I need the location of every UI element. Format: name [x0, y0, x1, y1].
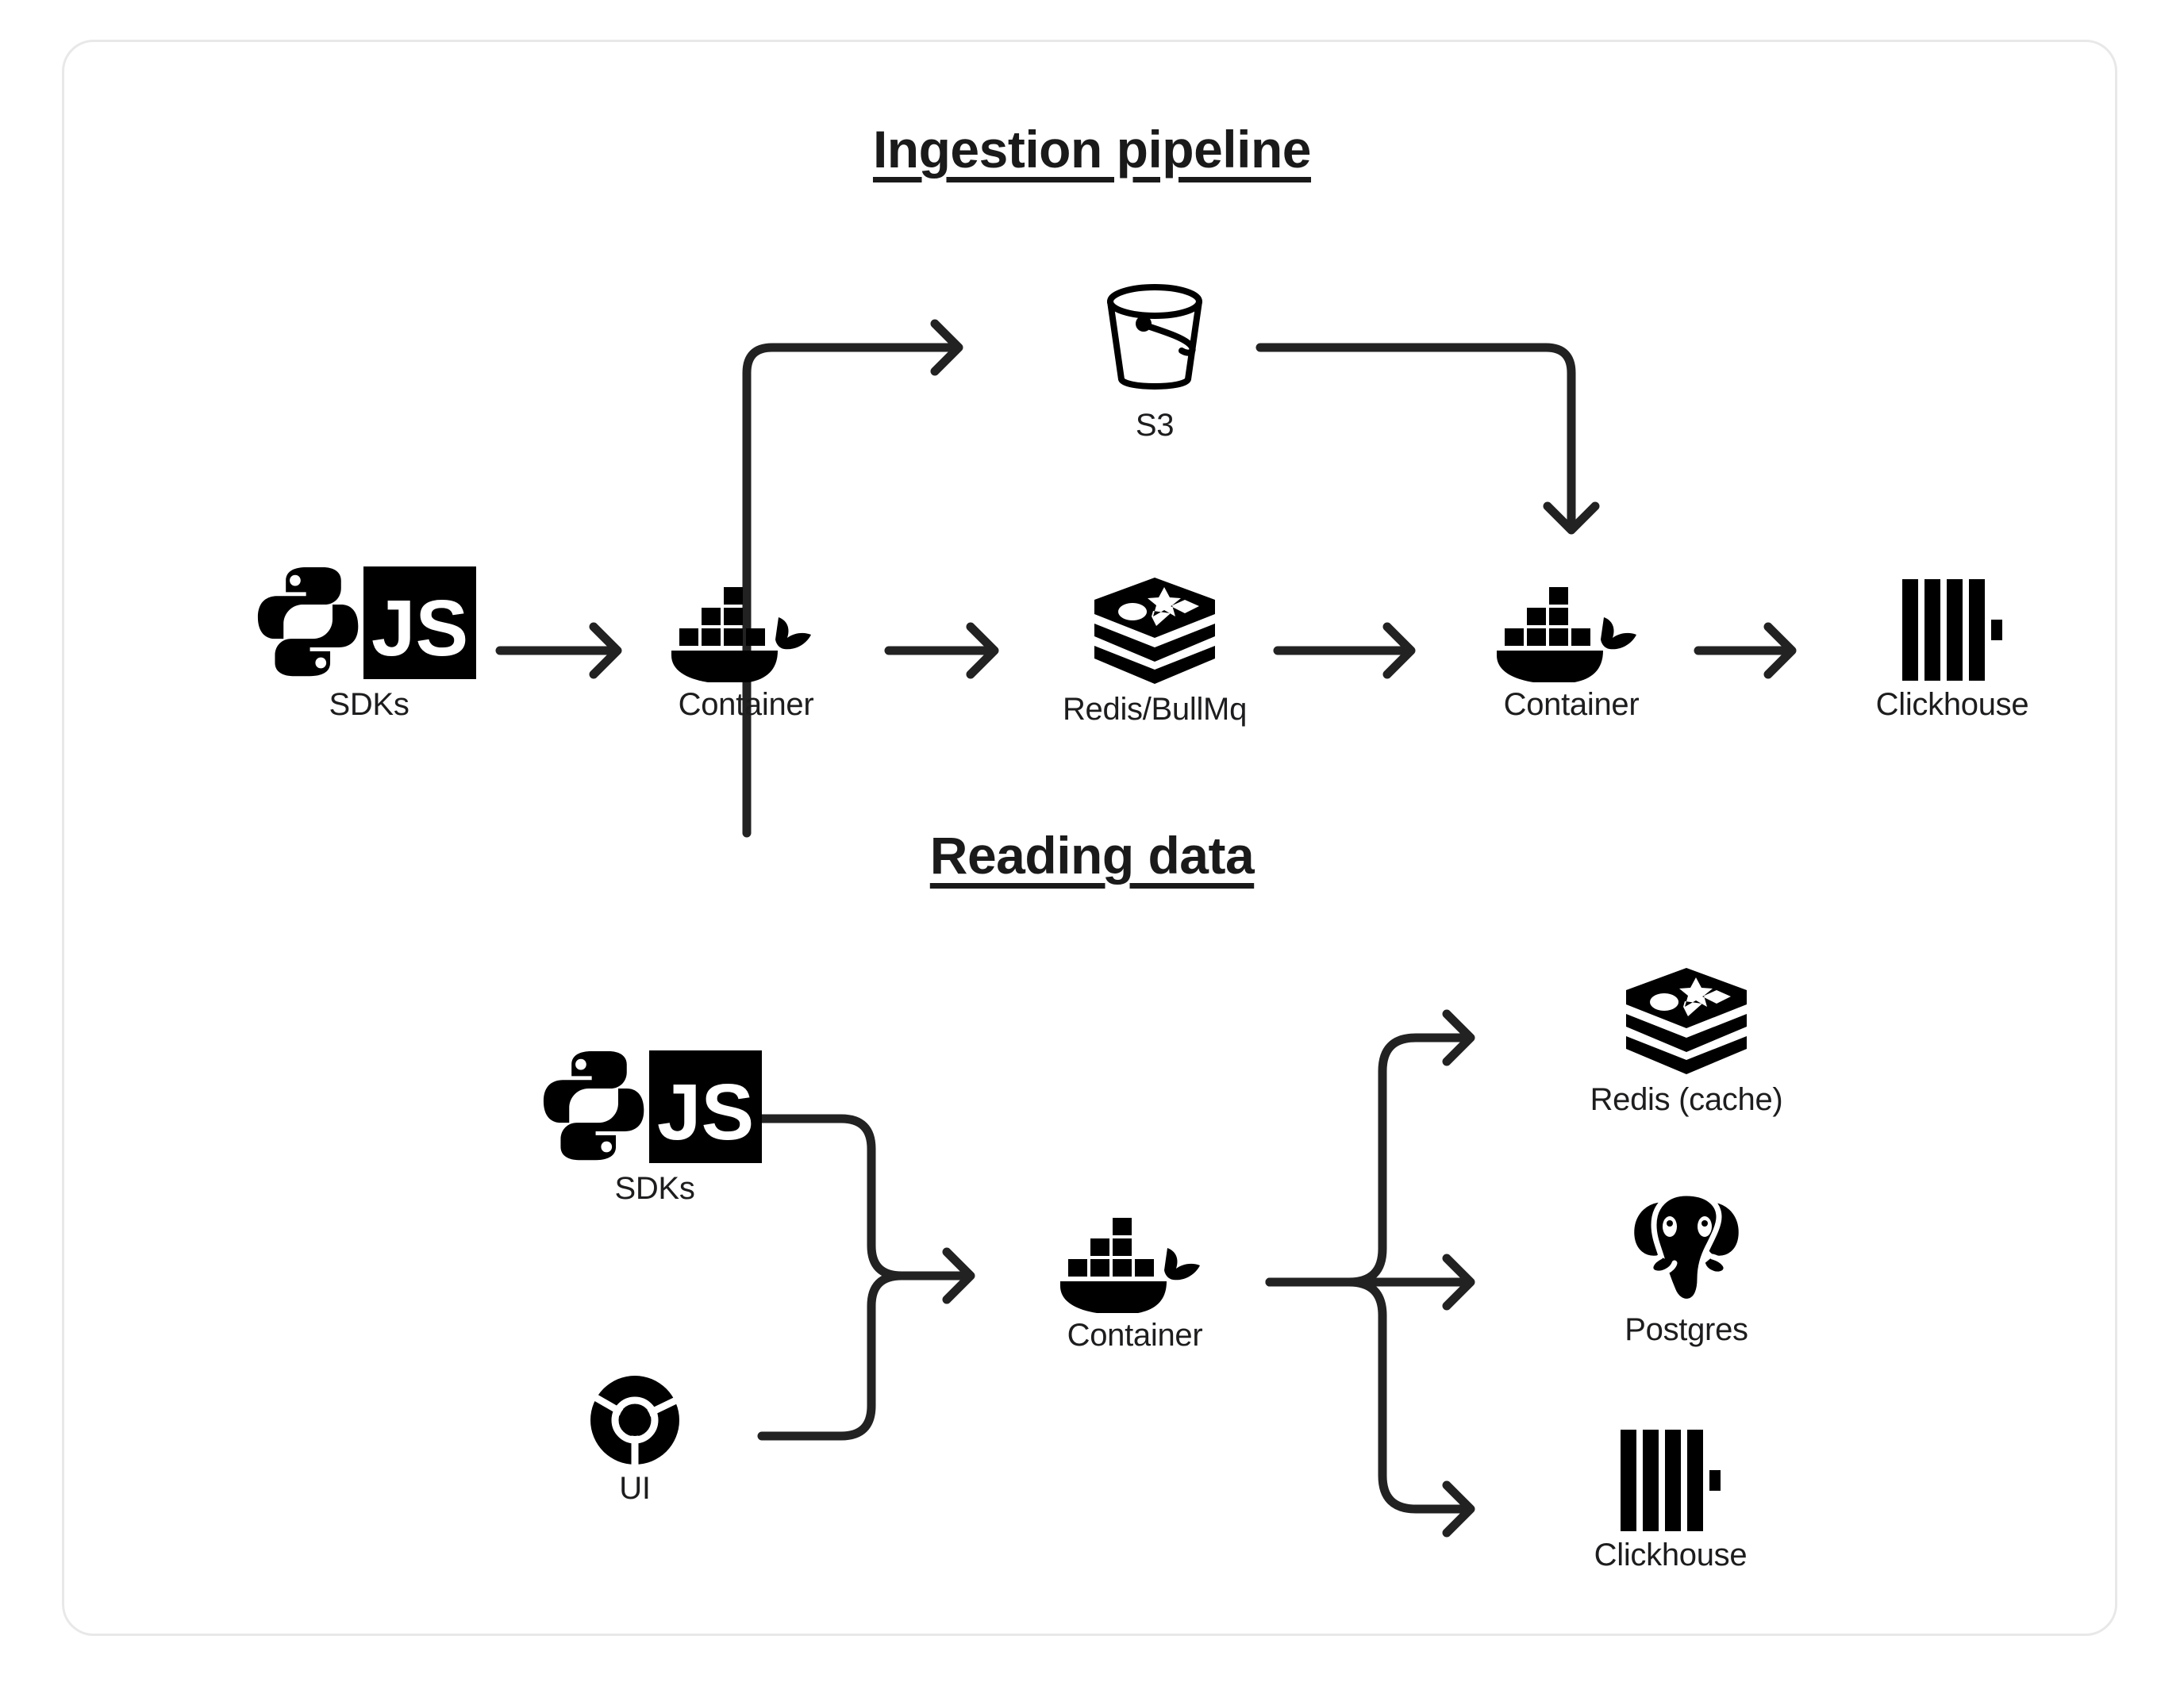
section-title-reading: Reading data [929, 826, 1255, 885]
node-label: UI [619, 1471, 651, 1506]
diagram-card [62, 40, 2117, 1636]
edge-ui-to-container3 [757, 1271, 906, 1441]
node-postgres[interactable]: Postgres [1555, 1190, 1817, 1348]
python-js-sdk-icon: JS [246, 563, 492, 682]
postgres-elephant-icon [1627, 1190, 1746, 1307]
node-container-ingestion-1[interactable]: Container [647, 579, 845, 723]
node-container-ingestion-2[interactable]: Container [1472, 579, 1671, 723]
clickhouse-bars-icon [1619, 1428, 1722, 1533]
redis-stack-icon [1091, 576, 1218, 687]
edge-sdks-to-container [495, 627, 617, 674]
node-label: Redis/BullMq [1062, 692, 1248, 727]
clickhouse-bars-icon [1901, 578, 2004, 682]
node-container-reading[interactable]: Container [1036, 1210, 1234, 1354]
python-js-sdk-icon: JS [532, 1047, 778, 1166]
node-sdks-ingestion[interactable]: JS SDKs [238, 563, 500, 723]
node-label: S3 [1135, 408, 1175, 443]
edge-container-to-s3 [742, 324, 959, 838]
redis-stack-icon [1623, 966, 1750, 1077]
edge-container-to-redis [884, 627, 994, 674]
edge-container3-to-clickhouse2 [1265, 1277, 1471, 1533]
section-title-ingestion: Ingestion pipeline [872, 120, 1312, 179]
node-label: Container [678, 687, 814, 722]
node-clickhouse-reading[interactable]: Clickhouse [1540, 1428, 1801, 1573]
svg-text:JS: JS [657, 1068, 754, 1157]
node-clickhouse-ingestion[interactable]: Clickhouse [1825, 578, 2079, 723]
node-ui[interactable]: UI [556, 1374, 714, 1507]
edge-sdks2-to-container3 [757, 1114, 971, 1300]
docker-whale-icon [667, 579, 825, 682]
node-label: Redis (cache) [1590, 1082, 1783, 1117]
node-label: SDKs [329, 687, 410, 722]
node-redis-bullmq[interactable]: Redis/BullMq [1032, 576, 1278, 728]
docker-whale-icon [1492, 579, 1651, 682]
node-label: Postgres [1625, 1312, 1748, 1347]
node-s3[interactable]: S3 [1055, 276, 1254, 443]
edge-redis-to-container2 [1273, 627, 1411, 674]
edge-container3-to-redis-cache [1265, 1014, 1471, 1287]
s3-bucket-icon [1091, 276, 1218, 403]
node-label: Clickhouse [1875, 687, 2029, 722]
docker-whale-icon [1055, 1210, 1214, 1313]
svg-text:JS: JS [371, 584, 468, 673]
chrome-icon [589, 1374, 681, 1466]
node-label: Clickhouse [1594, 1538, 1748, 1572]
node-redis-cache[interactable]: Redis (cache) [1528, 966, 1845, 1118]
edge-container2-to-clickhouse [1694, 627, 1792, 674]
node-label: Container [1067, 1318, 1203, 1353]
node-label: SDKs [614, 1171, 695, 1206]
node-sdks-reading[interactable]: JS SDKs [524, 1047, 786, 1207]
edge-s3-to-container2 [1255, 343, 1595, 530]
node-label: Container [1503, 687, 1640, 722]
